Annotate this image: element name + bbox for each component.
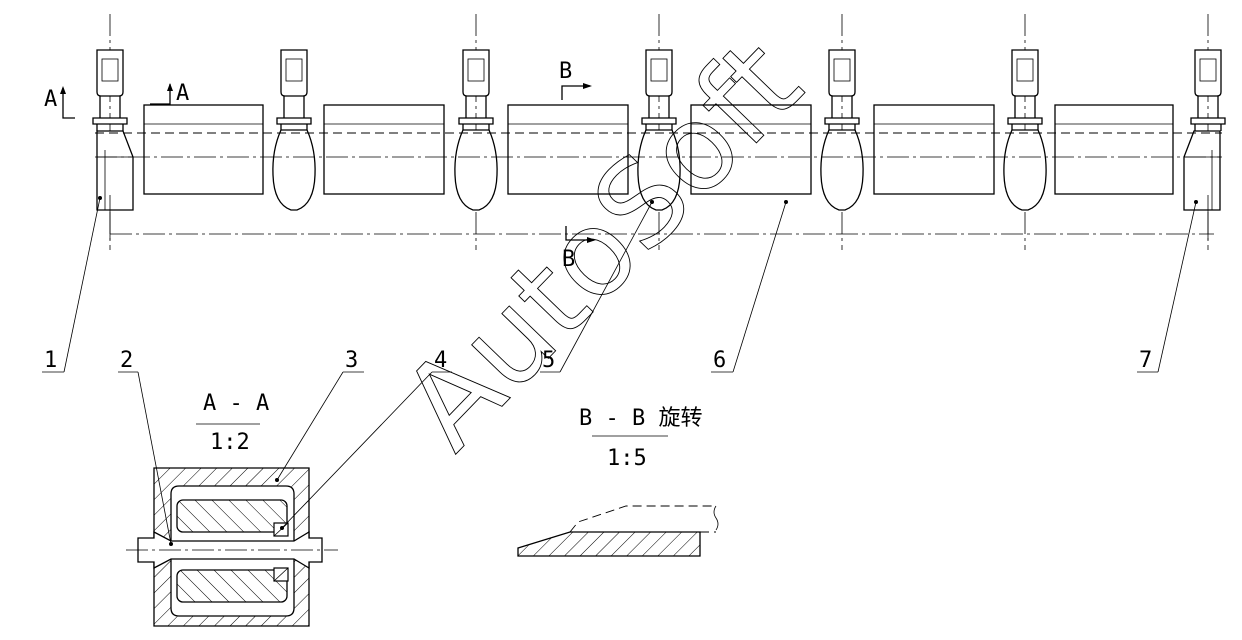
section-bb-title: B - B 旋转 <box>579 406 702 431</box>
insert-lower <box>176 569 288 603</box>
end-piece-right <box>1183 130 1221 211</box>
block-1 <box>143 104 264 195</box>
clip-5 <box>820 49 864 211</box>
housing <box>153 467 310 627</box>
part-label-1: 1 <box>44 348 57 373</box>
section-a-right-letter: A <box>176 81 189 106</box>
section-b-bottom-letter: B <box>562 247 575 272</box>
section-a-left-letter: A <box>44 87 57 112</box>
section-bb-view: B - B 旋转 1:5 <box>517 406 719 557</box>
leaders: 1 5 6 7 <box>42 196 1198 373</box>
main-view: A A B B 1 5 <box>42 14 1226 373</box>
part-label-7: 7 <box>1139 348 1152 373</box>
section-aa-title: A - A <box>203 391 269 416</box>
block-4 <box>690 104 812 195</box>
blocks <box>143 104 1174 195</box>
end-piece-left <box>96 130 134 211</box>
section-marker-a-right: A <box>150 81 189 106</box>
block-2 <box>323 104 445 195</box>
section-marker-a-left: A <box>44 86 75 119</box>
section-b-top-letter: B <box>559 59 572 84</box>
bb-profile <box>517 531 701 557</box>
block-6 <box>1054 104 1174 195</box>
section-aa-scale: 1:2 <box>210 430 250 455</box>
section-bb-scale: 1:5 <box>607 446 647 471</box>
clip-6 <box>1003 49 1047 211</box>
part-label-5: 5 <box>542 348 555 373</box>
block-5 <box>873 104 995 195</box>
section-marker-b-bottom: B <box>562 226 596 272</box>
block-3 <box>507 104 629 195</box>
part-label-4: 4 <box>434 348 447 373</box>
clip-3 <box>454 49 498 211</box>
part-label-6: 6 <box>713 348 726 373</box>
part-label-3: 3 <box>345 348 358 373</box>
end-clip-left <box>92 49 128 132</box>
clip-2 <box>272 49 316 211</box>
section-marker-b-top: B <box>559 59 592 100</box>
part-label-2: 2 <box>120 348 133 373</box>
section-aa-view: A - A 1:2 2 3 4 <box>118 348 452 627</box>
horizontal-lines <box>95 132 1222 240</box>
insert-upper <box>176 499 288 533</box>
end-clip-right <box>1190 49 1226 132</box>
